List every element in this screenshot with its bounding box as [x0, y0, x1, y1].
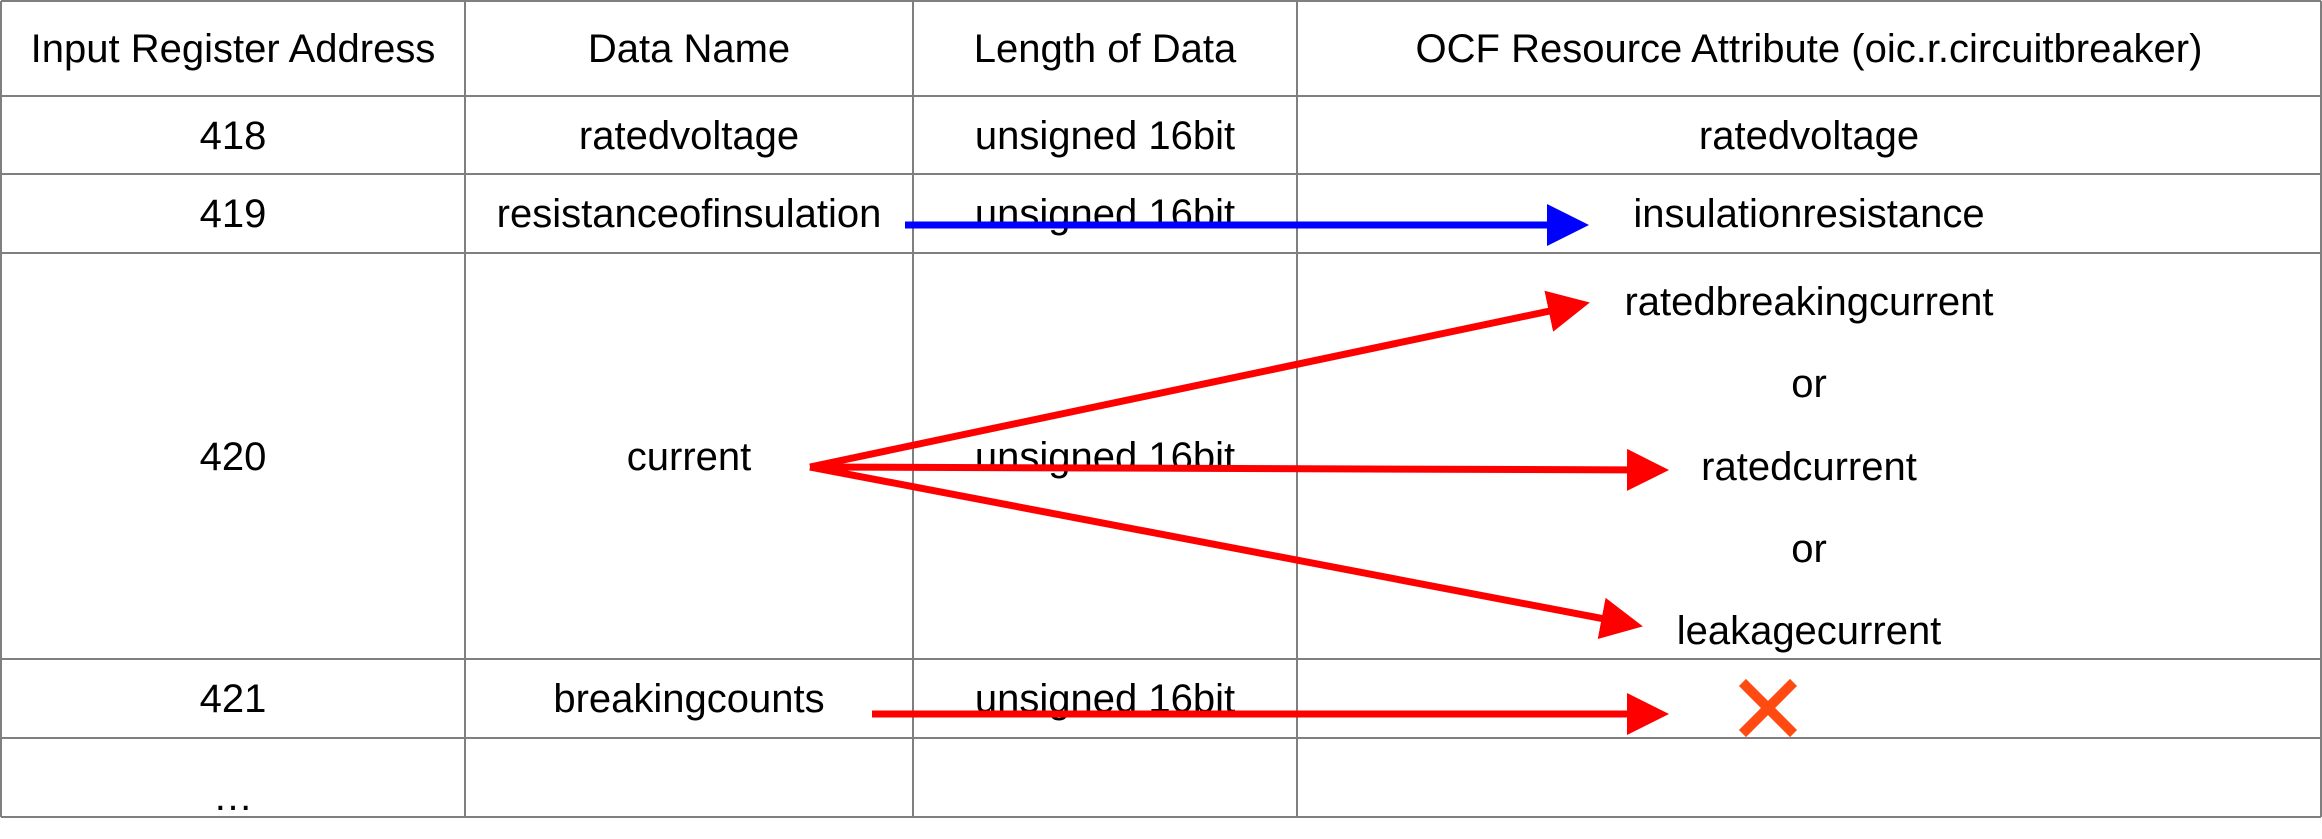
header-length-of-data: Length of Data — [973, 27, 1237, 71]
row-420-length: unsigned 16bit — [974, 434, 1236, 479]
row-419-data-name: resistanceofinsulation — [496, 192, 882, 236]
row-419-address: 419 — [199, 192, 267, 236]
row-418-length: unsigned 16bit — [974, 113, 1236, 158]
row-420-attribute-ratedbreakingcurrent: ratedbreakingcurrent — [1624, 280, 1994, 324]
row-ellipsis-address: … — [213, 775, 253, 819]
row-420-address: 420 — [199, 434, 267, 479]
header-data-name: Data Name — [587, 27, 791, 71]
header-input-register-address: Input Register Address — [30, 27, 436, 71]
row-419-length: unsigned 16bit — [974, 192, 1236, 236]
row-420-attribute-leakagecurrent: leakagecurrent — [1676, 609, 1942, 653]
row-419-attribute: insulationresistance — [1633, 192, 1985, 236]
row-421-data-name: breakingcounts — [553, 677, 825, 721]
row-420-attribute-or-2: or — [1791, 527, 1827, 571]
cross-mark-icon — [1738, 678, 1798, 738]
row-421-length: unsigned 16bit — [974, 677, 1236, 721]
row-420-data-name: current — [626, 434, 752, 479]
row-421-address: 421 — [199, 677, 267, 721]
row-420-attribute-ratedcurrent: ratedcurrent — [1701, 445, 1917, 489]
header-ocf-resource-attribute: OCF Resource Attribute (oic.r.circuitbre… — [1415, 27, 2203, 71]
row-418-address: 418 — [199, 113, 267, 158]
row-418-attribute: ratedvoltage — [1698, 113, 1920, 158]
row-418-data-name: ratedvoltage — [578, 113, 800, 158]
row-420-attribute-or-1: or — [1791, 362, 1827, 406]
